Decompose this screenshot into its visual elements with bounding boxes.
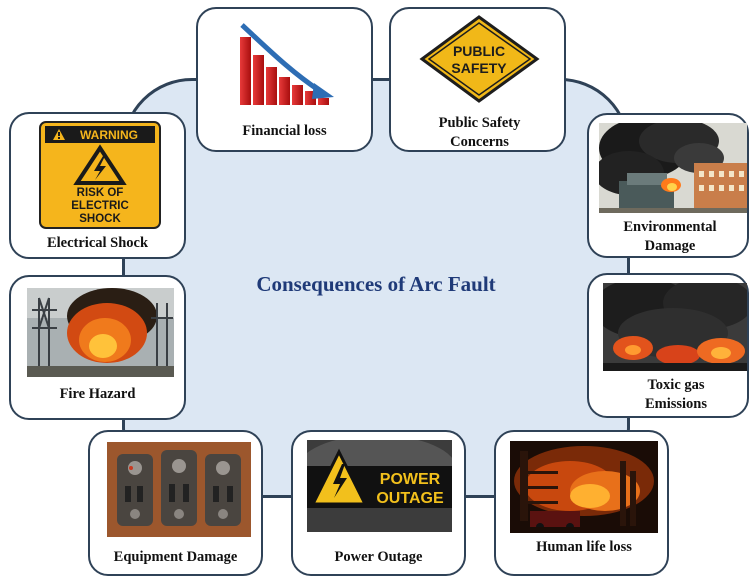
node-equipment-damage: Equipment Damage (88, 430, 263, 576)
node-label: Financial loss (242, 123, 327, 139)
node-label: Public Safety Concerns (438, 115, 521, 150)
node-power-outage: POWER OUTAGE Power Outage (291, 430, 466, 576)
declining-bar-chart-icon (228, 21, 343, 109)
building-fire-photo (510, 441, 658, 533)
power-outage-sign-icon: POWER OUTAGE (307, 440, 452, 532)
burnt-sockets-photo (107, 442, 251, 537)
warning-sign-icon: WARNING RISK OF ELECTRIC SHOCK (39, 121, 161, 229)
sign-text-public: PUBLIC (453, 43, 505, 59)
node-label: Environmental Damage (623, 219, 717, 254)
black-smoke-photo (603, 283, 747, 371)
node-label: Human life loss (536, 539, 632, 555)
smoke-over-factory-photo (599, 123, 747, 213)
node-toxic-gas: Toxic gas Emissions (587, 273, 749, 418)
sign-text-risk: RISK OF (77, 187, 124, 199)
substation-fire-photo (27, 288, 174, 377)
node-human-life-loss: Human life loss (494, 430, 669, 576)
node-public-safety: PUBLIC SAFETY Public Safety Concerns (389, 7, 566, 152)
node-label: Equipment Damage (113, 549, 238, 565)
node-label: Fire Hazard (59, 386, 136, 402)
node-financial-loss: Financial loss (196, 7, 373, 152)
sign-text-electric: ELECTRIC (71, 200, 129, 212)
public-safety-sign-icon: PUBLIC SAFETY (417, 14, 542, 104)
node-fire-hazard: Fire Hazard (9, 275, 186, 420)
node-label: Toxic gas Emissions (644, 377, 708, 412)
center-title: Consequences of Arc Fault (256, 272, 496, 296)
node-label: Power Outage (334, 549, 423, 565)
sign-text-outage: OUTAGE (376, 490, 444, 507)
node-environmental-damage: Environmental Damage (587, 113, 749, 258)
sign-text-power: POWER (380, 471, 441, 488)
node-electrical-shock: WARNING RISK OF ELECTRIC SHOCK Electrica… (9, 112, 186, 259)
sign-text-shock: SHOCK (79, 213, 121, 225)
sign-header-warning: WARNING (80, 128, 138, 142)
node-label: Electrical Shock (46, 235, 149, 251)
sign-text-safety: SAFETY (451, 60, 507, 76)
